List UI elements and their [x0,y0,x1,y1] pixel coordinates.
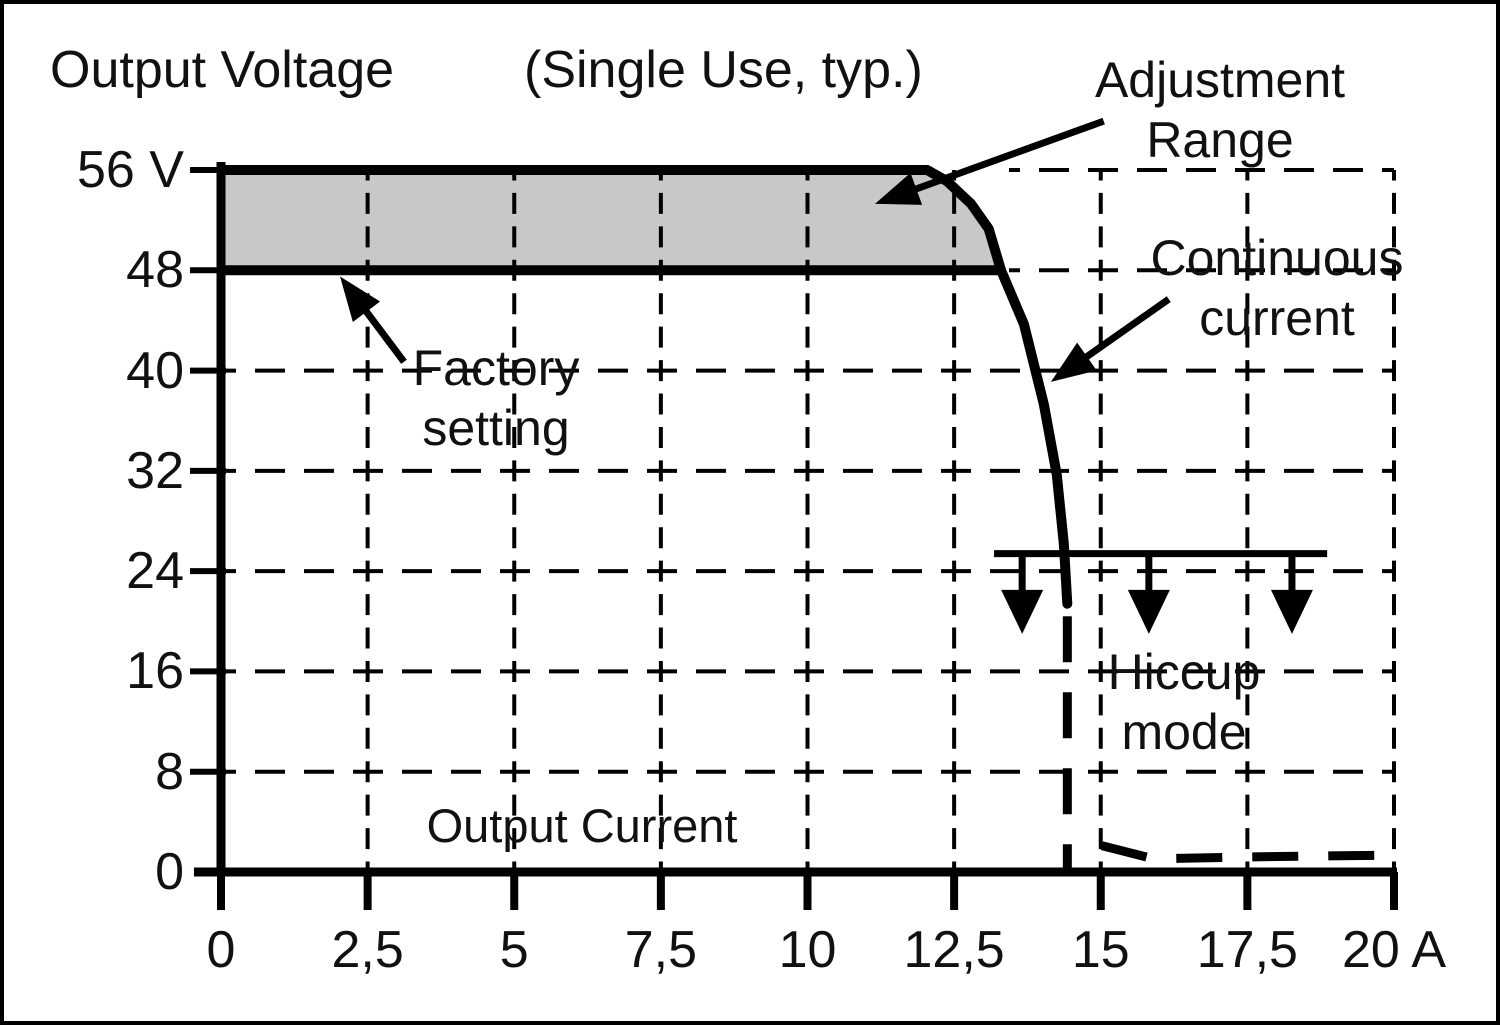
adjustment-range-arrow-head [874,172,923,205]
x-tick-label: 0 [206,921,236,979]
annotation-line: Range [1146,112,1294,168]
x-tick-label: 10 [778,921,837,979]
annotation-line: Adjustment [1094,52,1346,108]
annotation-line: Factory [412,340,580,396]
y-tick-label: 16 [126,642,184,701]
annotation-line: setting [422,400,570,456]
x-tick-label: 20 A [1341,921,1447,979]
page-title: Output Voltage [50,41,395,99]
adjustment-range-arrow-shaft [894,117,1105,200]
x-tick-label: 7,5 [624,921,698,979]
y-tick-label: 32 [126,441,184,500]
y-tick-label: 8 [155,742,184,801]
chart-canvas [190,117,1398,910]
annotation-factory-setting: Factory setting [346,338,646,458]
y-tick-label: 48 [126,241,184,300]
annotation-continuous-current: Continuous current [1067,228,1487,348]
y-tick-label: 0 [155,843,184,901]
y-tick-label: 40 [126,341,184,400]
page-subtitle: (Single Use, typ.) [524,41,923,99]
annotation-adjustment-range: Adjustment Range [1020,50,1420,170]
continuous-current-arrow-head [1050,342,1097,382]
x-tick-label: 2,5 [331,921,404,979]
annotation-line: Continuous [1150,230,1404,286]
factory-setting-arrow-head [340,276,381,322]
x-tick-label: 17,5 [1196,921,1298,979]
annotation-line: mode [1121,704,1247,760]
annotation-line: current [1199,290,1355,346]
y-tick-label: 56 V [77,141,184,199]
hiccup-arrow-head [1127,589,1170,634]
x-tick-label: 12,5 [903,921,1005,979]
x-tick-label: 5 [499,921,529,979]
annotation-hiccup-mode: Hiccup mode [1034,642,1334,762]
x-tick-label: 15 [1071,921,1130,979]
y-tick-label: 24 [126,542,184,601]
hiccup-arrow-head [1270,589,1313,634]
adjustment-region [221,170,1002,271]
hiccup-arrow-head [1001,589,1044,634]
hiccup-residual [1100,841,1395,864]
annotation-line: Hiccup [1107,644,1261,700]
x-axis-label: Output Current [426,799,738,852]
